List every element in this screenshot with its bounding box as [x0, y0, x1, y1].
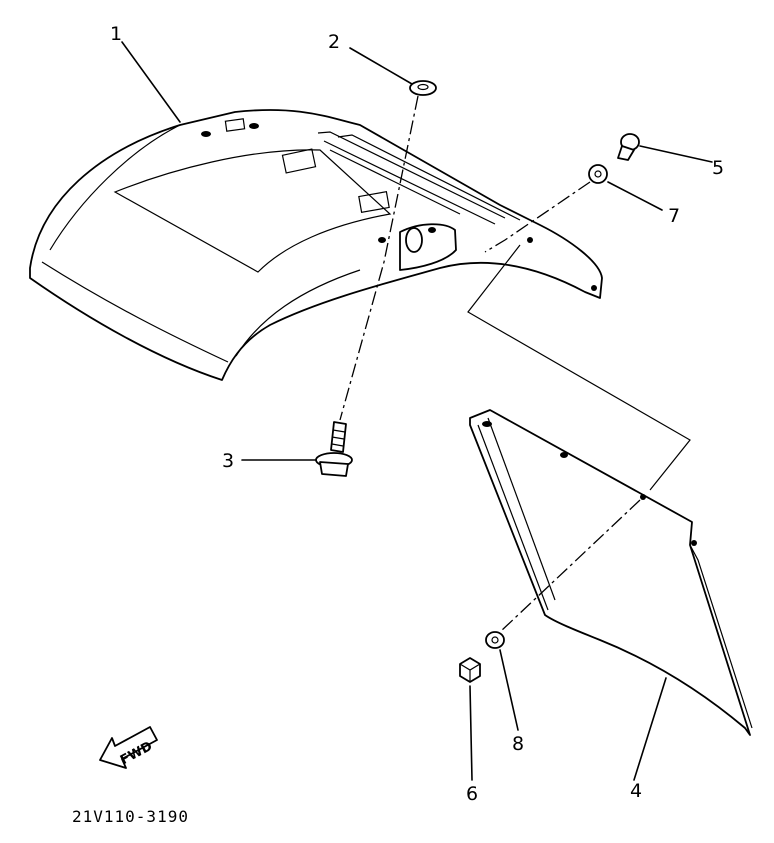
flange-bolt-part-3[interactable] — [315, 421, 353, 477]
callout-6: 6 — [466, 783, 478, 805]
callout-2: 2 — [328, 31, 340, 53]
callout-7: 7 — [668, 205, 680, 227]
assembly-lines — [339, 95, 691, 633]
callout-5: 5 — [712, 157, 724, 179]
callout-3: 3 — [222, 450, 234, 472]
callout-8: 8 — [512, 733, 524, 755]
side-plate-part-4[interactable] — [469, 409, 753, 736]
leader-lines — [121, 41, 713, 781]
washer-part-8[interactable] — [485, 631, 505, 649]
washer-part-7[interactable] — [588, 164, 608, 184]
nut-part-6[interactable] — [459, 657, 481, 683]
rear-fender-part-1[interactable] — [29, 109, 603, 381]
grommet-part-2[interactable] — [409, 80, 437, 96]
forward-arrow-icon: FWD — [99, 726, 158, 769]
callout-1: 1 — [110, 23, 122, 45]
screw-part-5[interactable] — [617, 133, 640, 161]
drawing-code: 21V110-3190 — [72, 807, 189, 826]
callout-4: 4 — [630, 780, 642, 802]
